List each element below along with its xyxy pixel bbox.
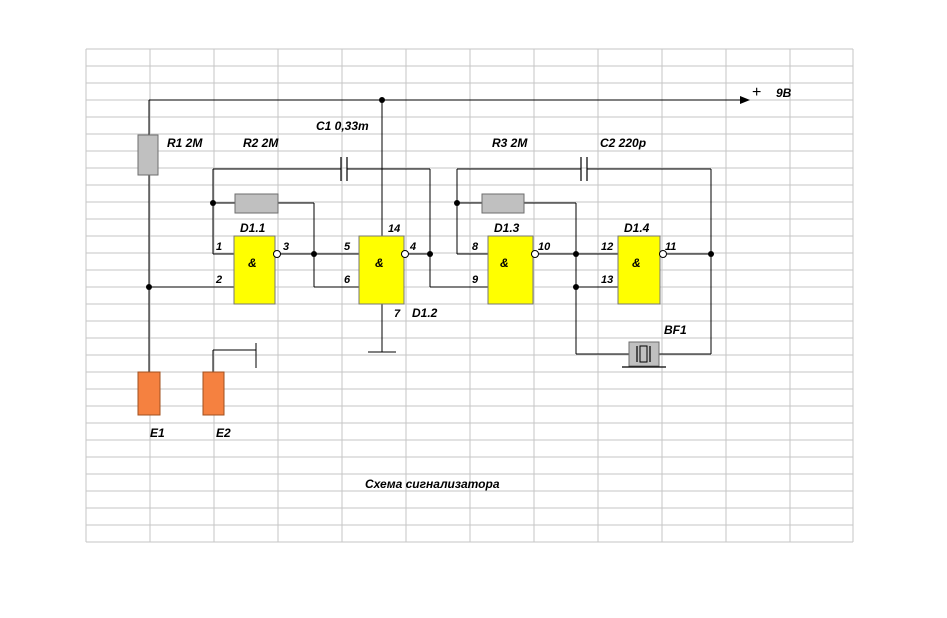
label-c2: C2 220p	[600, 136, 646, 150]
electrode-e1	[137, 371, 161, 416]
pin-2: 2	[215, 274, 222, 286]
capacitor-c1	[340, 157, 348, 181]
gate-d1-3-symbol: &	[500, 256, 509, 270]
pin-6: 6	[344, 274, 351, 286]
label-r2: R2 2M	[243, 136, 279, 150]
pin-4: 4	[409, 241, 416, 253]
pin-3: 3	[283, 241, 289, 253]
resistor-r3	[481, 193, 525, 214]
pin-7: 7	[394, 308, 401, 320]
gate-d1-2-symbol: &	[375, 256, 384, 270]
label-d1-3: D1.3	[494, 221, 520, 235]
electrode-e2	[202, 371, 225, 416]
pin-8: 8	[472, 241, 479, 253]
label-c1: C1 0,33m	[316, 119, 369, 133]
pin-10: 10	[538, 241, 551, 253]
supply-label: 9В	[776, 86, 792, 100]
gate-d1-1-symbol: &	[248, 256, 257, 270]
pin-12: 12	[601, 241, 613, 253]
label-e1: E1	[150, 426, 165, 440]
gate-d1-4: &	[617, 235, 667, 305]
pin-9: 9	[472, 274, 479, 286]
gate-d1-4-symbol: &	[632, 256, 641, 270]
junction-dots	[146, 97, 714, 290]
pin-1: 1	[216, 241, 222, 253]
label-d1-1: D1.1	[240, 221, 266, 235]
gate-d1-1: &	[233, 235, 281, 305]
label-d1-2: D1.2	[412, 306, 438, 320]
supply-plus-sign: +	[752, 84, 761, 101]
gate-d1-3: &	[487, 235, 539, 305]
label-r1: R1 2M	[167, 136, 203, 150]
label-d1-4: D1.4	[624, 221, 650, 235]
pin-11: 11	[665, 241, 676, 253]
label-r3: R3 2M	[492, 136, 528, 150]
pin-13: 13	[601, 274, 613, 286]
gate-d1-2: &	[358, 235, 409, 305]
pin-5: 5	[344, 241, 351, 253]
piezo-bf1	[622, 341, 666, 368]
label-bf1: BF1	[664, 323, 687, 337]
capacitor-c2	[580, 157, 588, 181]
diagram-caption: Схема сигнализатора	[365, 477, 500, 491]
label-e2: E2	[216, 426, 231, 440]
supply-arrow	[740, 96, 750, 104]
resistor-r2	[234, 193, 279, 214]
grid-lines	[85, 48, 854, 543]
pin-14: 14	[388, 223, 400, 235]
resistor-r1	[137, 134, 159, 176]
wires	[148, 96, 750, 372]
